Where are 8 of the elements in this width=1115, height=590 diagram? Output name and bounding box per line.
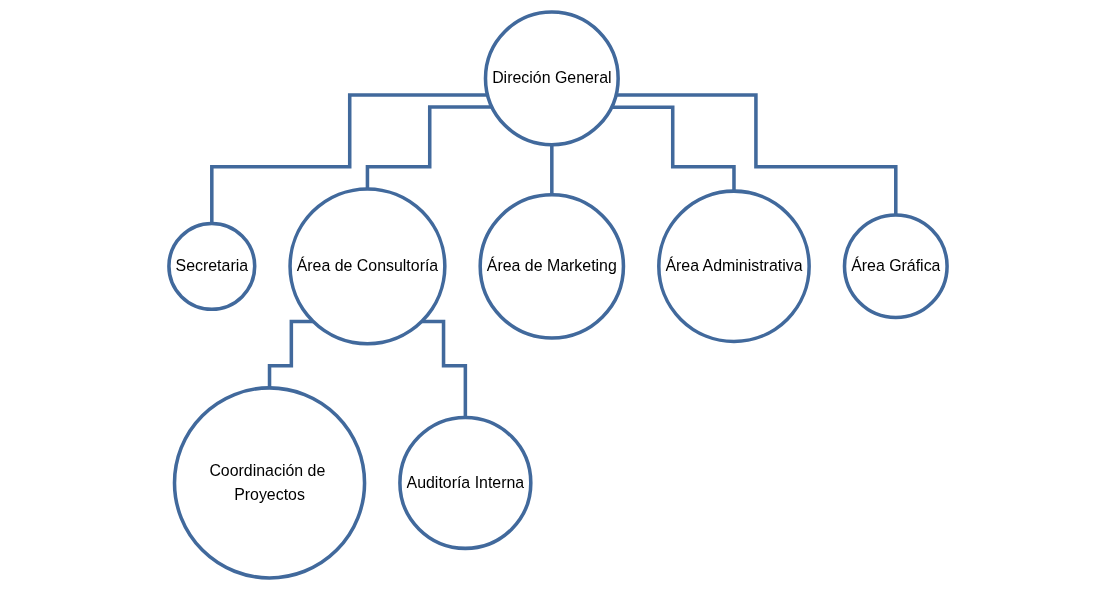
node-circle: Auditoría Interna bbox=[397, 415, 533, 551]
node-circle: Área Gráfica bbox=[842, 213, 949, 320]
node-circle: Direción General bbox=[483, 10, 620, 147]
node-circle: Área de Consultoría bbox=[287, 187, 447, 346]
node-circle: Secretaria bbox=[166, 221, 256, 311]
node-circle: Área Administrativa bbox=[656, 189, 811, 344]
node-circle: Coordinación de Proyectos bbox=[172, 386, 366, 580]
node-circle: Área de Marketing bbox=[477, 192, 625, 340]
